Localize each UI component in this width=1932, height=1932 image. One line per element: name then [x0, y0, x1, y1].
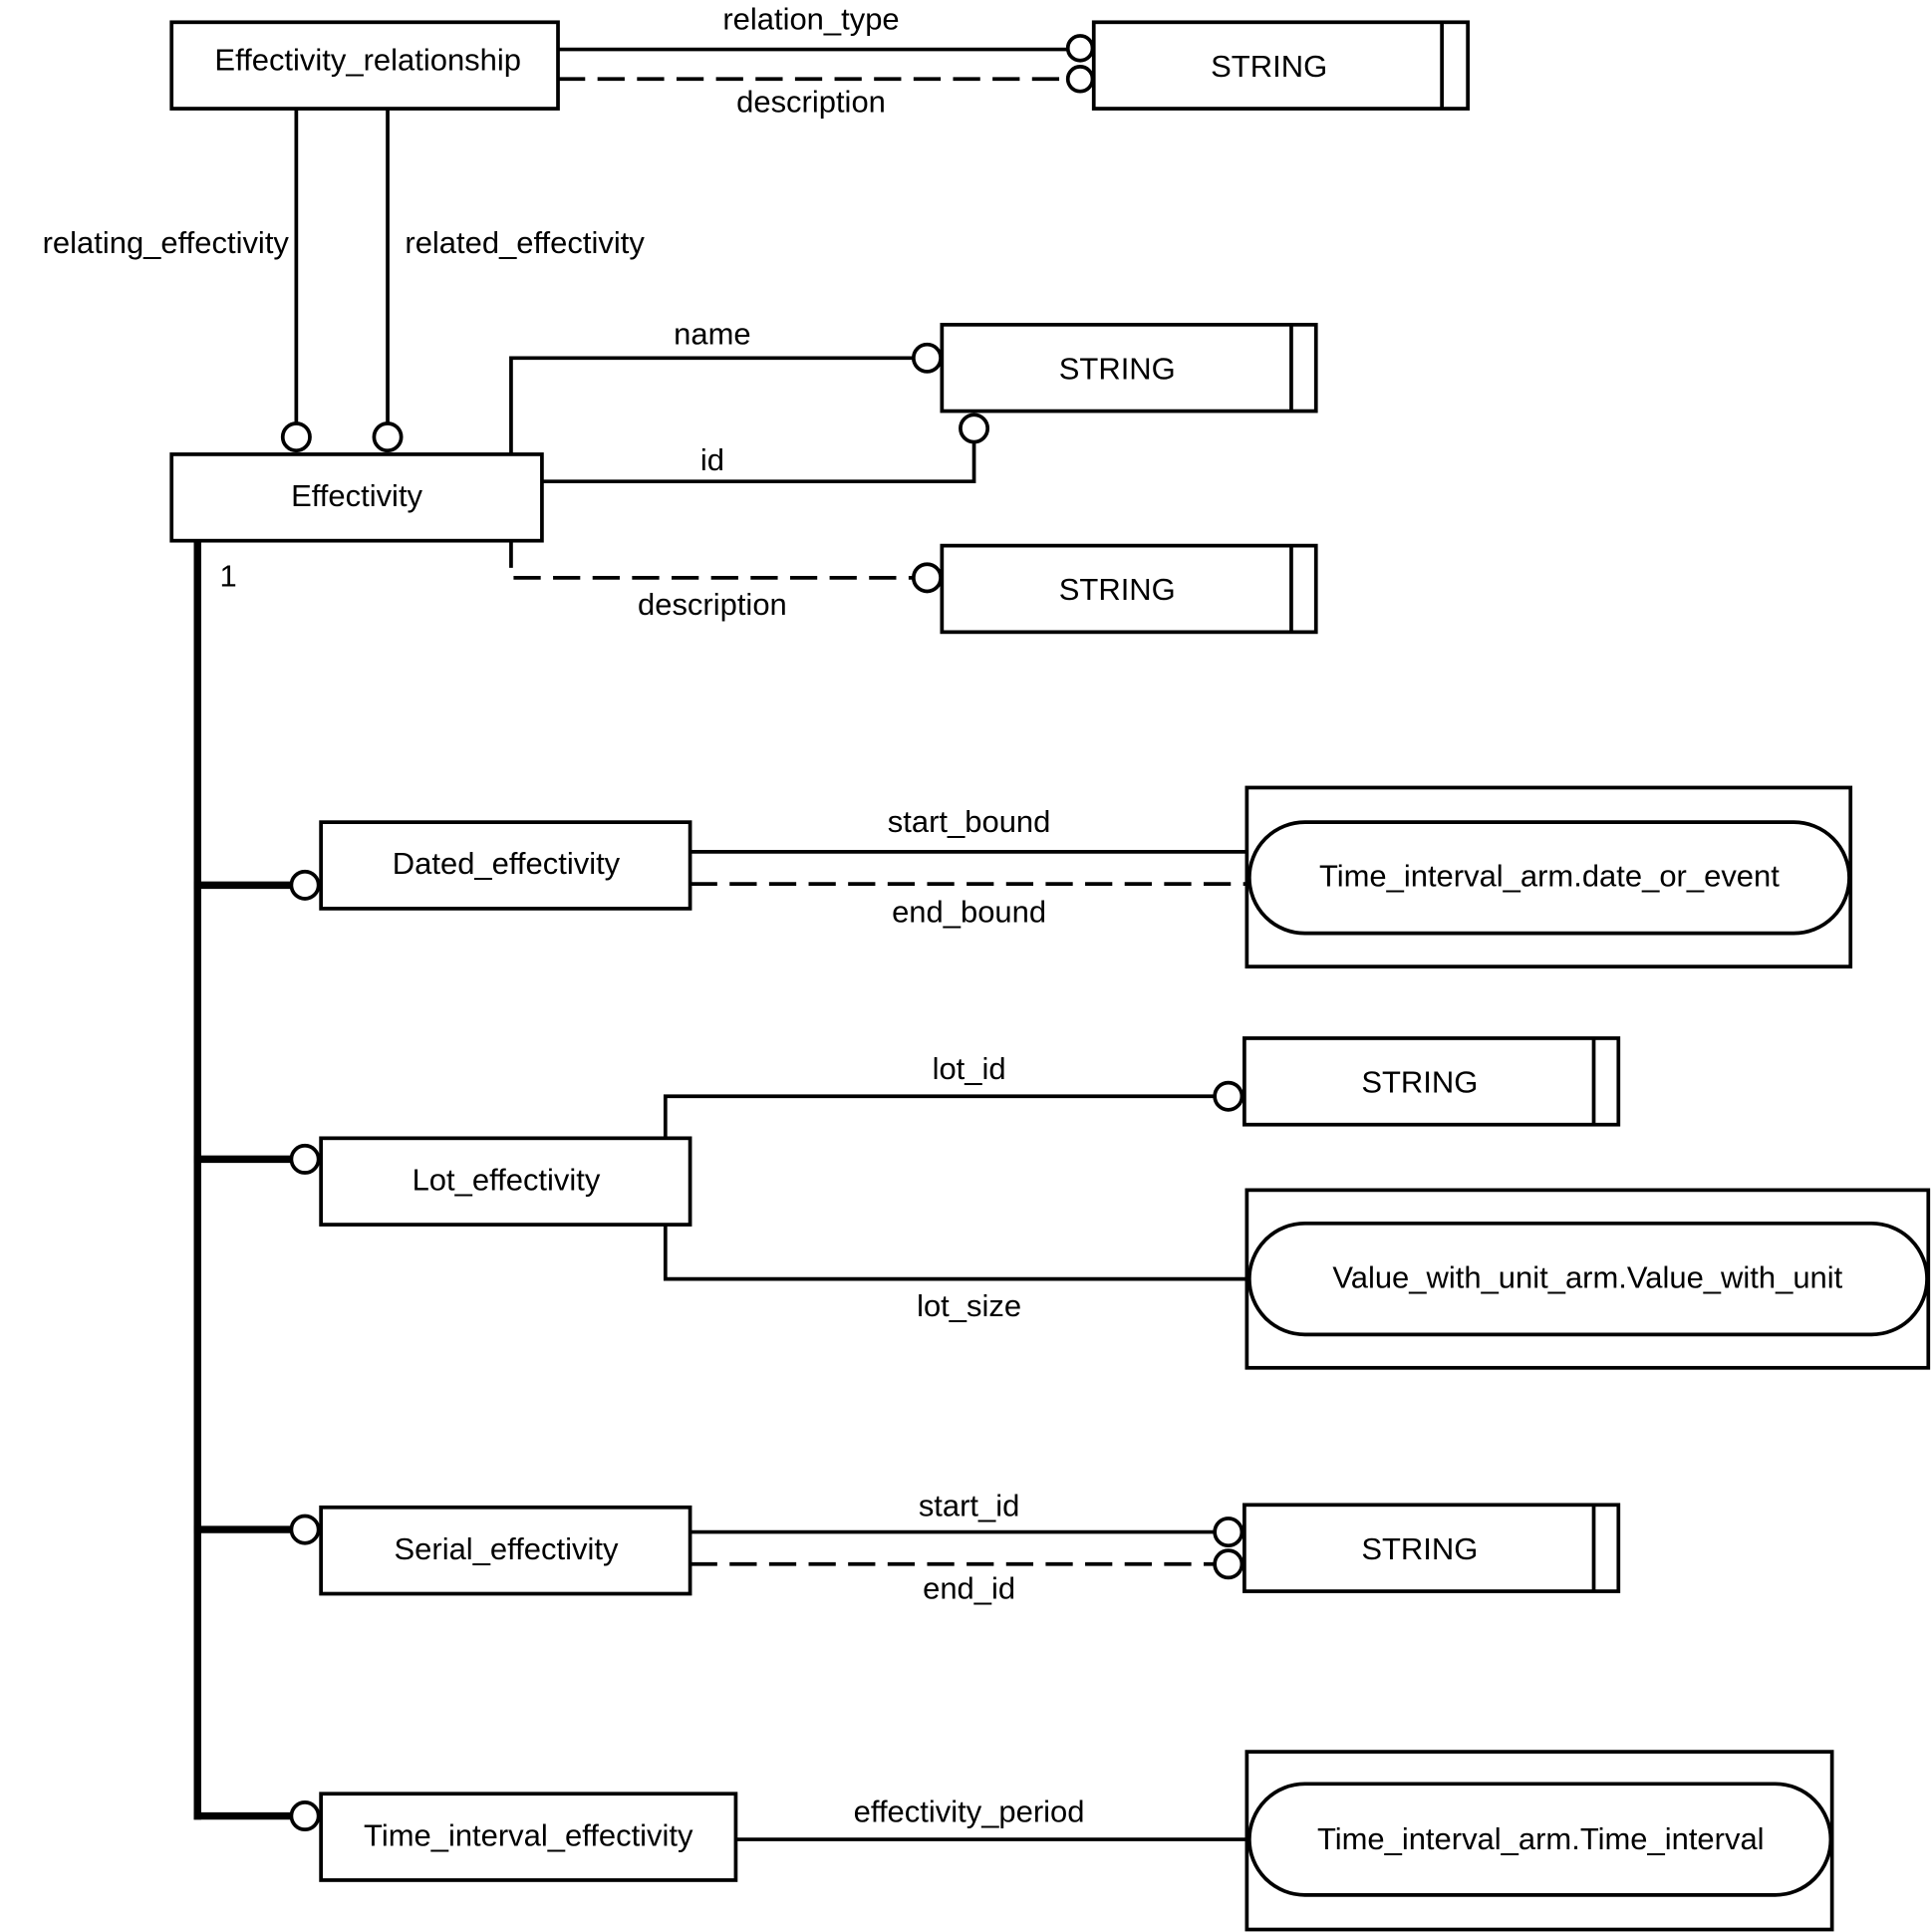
type-label: Time_interval_arm.Time_interval — [1317, 1821, 1765, 1856]
type-string-er[interactable]: STRING — [1091, 20, 1471, 111]
attr-lot-size: lot_size — [917, 1288, 1021, 1323]
optional-circle-icon — [1213, 1080, 1244, 1112]
type-string-name-id[interactable]: STRING — [940, 322, 1318, 414]
subtype-circle-icon — [289, 1143, 321, 1175]
type-date-or-event[interactable]: Time_interval_arm.date_or_event — [1244, 785, 1853, 968]
attr-end-bound: end_bound — [892, 895, 1046, 930]
id-line — [541, 441, 976, 484]
attr-lot-id: lot_id — [933, 1051, 1006, 1086]
attr-er-description: description — [736, 85, 886, 120]
attr-end-id: end_id — [923, 1570, 1015, 1605]
entity-label: Effectivity_relationship — [214, 43, 521, 78]
attr-name: name — [674, 317, 750, 352]
type-string-serial[interactable]: STRING — [1242, 1503, 1621, 1593]
attr-relating-effectivity: relating_effectivity — [43, 225, 290, 260]
type-label: STRING — [1059, 572, 1176, 607]
type-label: Time_interval_arm.date_or_event — [1319, 859, 1780, 894]
entity-time-interval-effectivity[interactable]: Time_interval_effectivity — [319, 1792, 738, 1882]
type-label: Value_with_unit_arm.Value_with_unit — [1332, 1259, 1842, 1294]
type-string-description[interactable]: STRING — [940, 543, 1318, 635]
optional-circle-icon — [959, 413, 990, 444]
type-time-interval[interactable]: Time_interval_arm.Time_interval — [1244, 1750, 1834, 1932]
type-label: STRING — [1211, 49, 1327, 84]
optional-circle-icon — [911, 562, 943, 594]
entity-label: Serial_effectivity — [395, 1531, 619, 1566]
type-label: STRING — [1059, 351, 1176, 386]
attr-related-effectivity: related_effectivity — [405, 225, 645, 260]
entity-label: Effectivity — [291, 478, 422, 513]
lot-size-line — [663, 1225, 1249, 1281]
subtype-circle-icon — [289, 1514, 321, 1545]
type-label: STRING — [1361, 1064, 1478, 1099]
attr-effectivity-period: effectivity_period — [854, 1794, 1085, 1829]
optional-circle-icon — [280, 421, 312, 453]
name-line — [509, 356, 914, 454]
cardinality-label: 1 — [220, 559, 237, 594]
type-value-with-unit[interactable]: Value_with_unit_arm.Value_with_unit — [1244, 1188, 1931, 1370]
optional-circle-icon — [1213, 1548, 1244, 1580]
entity-label: Lot_effectivity — [413, 1162, 601, 1197]
subtype-circle-icon — [289, 1800, 321, 1832]
entity-effectivity[interactable]: Effectivity — [169, 452, 544, 543]
lot-id-line — [663, 1094, 1216, 1139]
attr-eff-description: description — [638, 587, 787, 622]
optional-circle-icon — [1065, 34, 1095, 63]
attr-start-id: start_id — [919, 1488, 1020, 1522]
optional-circle-icon — [1065, 65, 1095, 94]
type-label: STRING — [1361, 1531, 1478, 1566]
attr-relation-type: relation_type — [722, 2, 899, 37]
entity-label: Dated_effectivity — [393, 846, 621, 881]
optional-circle-icon — [911, 342, 943, 374]
subtype-circle-icon — [289, 869, 321, 901]
optional-circle-icon — [372, 421, 404, 453]
entity-effectivity-relationship[interactable]: Effectivity_relationship — [169, 20, 560, 111]
optional-circle-icon — [1213, 1517, 1244, 1548]
attr-id: id — [700, 442, 724, 477]
entity-serial-effectivity[interactable]: Serial_effectivity — [319, 1505, 692, 1596]
entity-dated-effectivity[interactable]: Dated_effectivity — [319, 820, 692, 911]
entity-lot-effectivity[interactable]: Lot_effectivity — [319, 1136, 692, 1227]
eff-description-line — [509, 540, 914, 580]
type-string-lot-id[interactable]: STRING — [1242, 1036, 1621, 1127]
attr-start-bound: start_bound — [888, 804, 1051, 839]
entity-label: Time_interval_effectivity — [364, 1817, 693, 1852]
